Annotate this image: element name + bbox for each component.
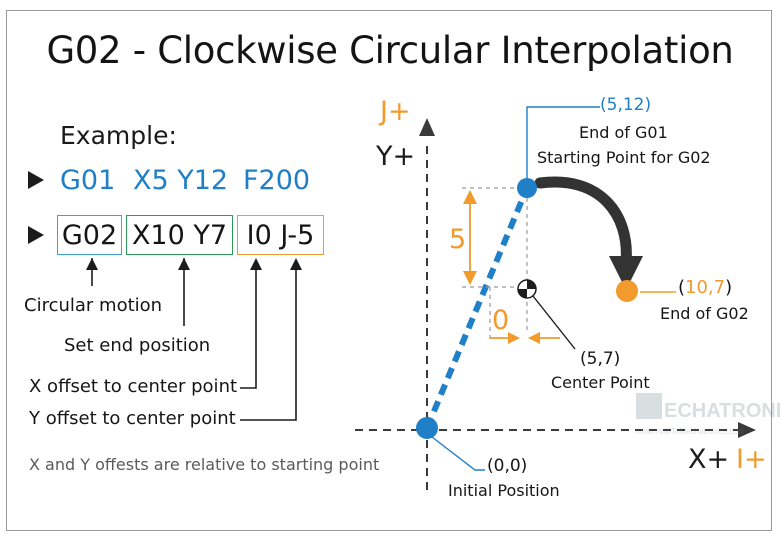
code-g01: G01 bbox=[60, 165, 116, 196]
end-point-paren-close: ) bbox=[725, 277, 733, 298]
label-x-offset: X offset to center point bbox=[29, 376, 238, 397]
example-heading: Example: bbox=[60, 121, 177, 150]
diagram-frame bbox=[6, 10, 772, 531]
leader-lines-blue bbox=[431, 106, 600, 471]
pointer-arrows bbox=[86, 258, 302, 421]
i-dimension bbox=[490, 332, 560, 344]
origin-label: Initial Position bbox=[448, 481, 560, 500]
i-offset-value: 0 bbox=[492, 305, 510, 336]
j-plus-label: J+ bbox=[380, 96, 411, 127]
end-point-label: End of G02 bbox=[660, 304, 749, 323]
end-point bbox=[616, 280, 638, 302]
watermark-url: www.HowToMechatronics.com bbox=[635, 427, 745, 436]
code-x10-y7: X10 Y7 bbox=[131, 219, 228, 251]
center-point-coord: (5,7) bbox=[580, 349, 621, 369]
bullet-arrow-icon bbox=[28, 226, 44, 244]
origin-coord: (0,0) bbox=[487, 456, 528, 476]
label-y-offset: Y offset to center point bbox=[29, 408, 236, 429]
leader-line-center bbox=[532, 295, 576, 350]
end-point-coord-value: 10,7 bbox=[685, 277, 726, 298]
origin-point bbox=[416, 417, 438, 439]
j-dimension bbox=[463, 190, 477, 285]
pointer-y-offset bbox=[240, 260, 297, 421]
code-g02: G02 bbox=[61, 219, 118, 251]
bullet-arrow-icon bbox=[28, 171, 44, 189]
label-circular-motion: Circular motion bbox=[24, 295, 163, 316]
arrowhead-icon bbox=[86, 258, 98, 270]
arrowhead-icon bbox=[178, 258, 190, 270]
watermark-logo-text: ECHATRONICS bbox=[664, 400, 780, 422]
code-i0-j-5-box: I0 J-5 bbox=[237, 215, 324, 255]
helper-lines bbox=[462, 187, 528, 340]
i-plus-label: I+ bbox=[736, 444, 767, 475]
g01-path bbox=[424, 186, 530, 430]
pointer-x-offset bbox=[240, 260, 257, 389]
j-offset-value: 5 bbox=[449, 224, 467, 255]
code-i0-j-5: I0 J-5 bbox=[246, 219, 315, 251]
start-point-coord: (5,12) bbox=[600, 95, 652, 115]
y-plus-label: Y+ bbox=[376, 141, 416, 172]
code-x5-y12: X5 Y12 bbox=[133, 165, 229, 196]
note-text: X and Y offests are relative to starting… bbox=[29, 455, 380, 474]
x-plus-label: X+ bbox=[688, 444, 730, 475]
y-axis-arrow-icon bbox=[419, 118, 435, 136]
x-axis-arrow-icon bbox=[738, 422, 756, 438]
end-point-paren-open: ( bbox=[678, 277, 686, 298]
end-point-coord: (10,7) bbox=[678, 279, 732, 297]
center-point-icon bbox=[517, 279, 537, 299]
arc-arrow-icon bbox=[609, 256, 643, 290]
page-title: G02 - Clockwise Circular Interpolation bbox=[46, 29, 734, 72]
label-set-end-position: Set end position bbox=[64, 335, 211, 356]
arrowhead-icon bbox=[290, 258, 302, 270]
g02-arc bbox=[534, 176, 632, 268]
start-point-line2: Starting Point for G02 bbox=[537, 148, 711, 167]
start-point-line1: End of G01 bbox=[579, 123, 668, 142]
center-point-label: Center Point bbox=[551, 373, 650, 392]
arrowhead-icon bbox=[250, 258, 262, 270]
code-g02-box: G02 bbox=[57, 215, 122, 255]
watermark-logo: ECHATRONICS www.HowToMechatronics.com bbox=[635, 393, 780, 436]
code-x10-y7-box: X10 Y7 bbox=[126, 215, 233, 255]
start-point bbox=[517, 178, 537, 198]
code-f200: F200 bbox=[243, 165, 311, 196]
